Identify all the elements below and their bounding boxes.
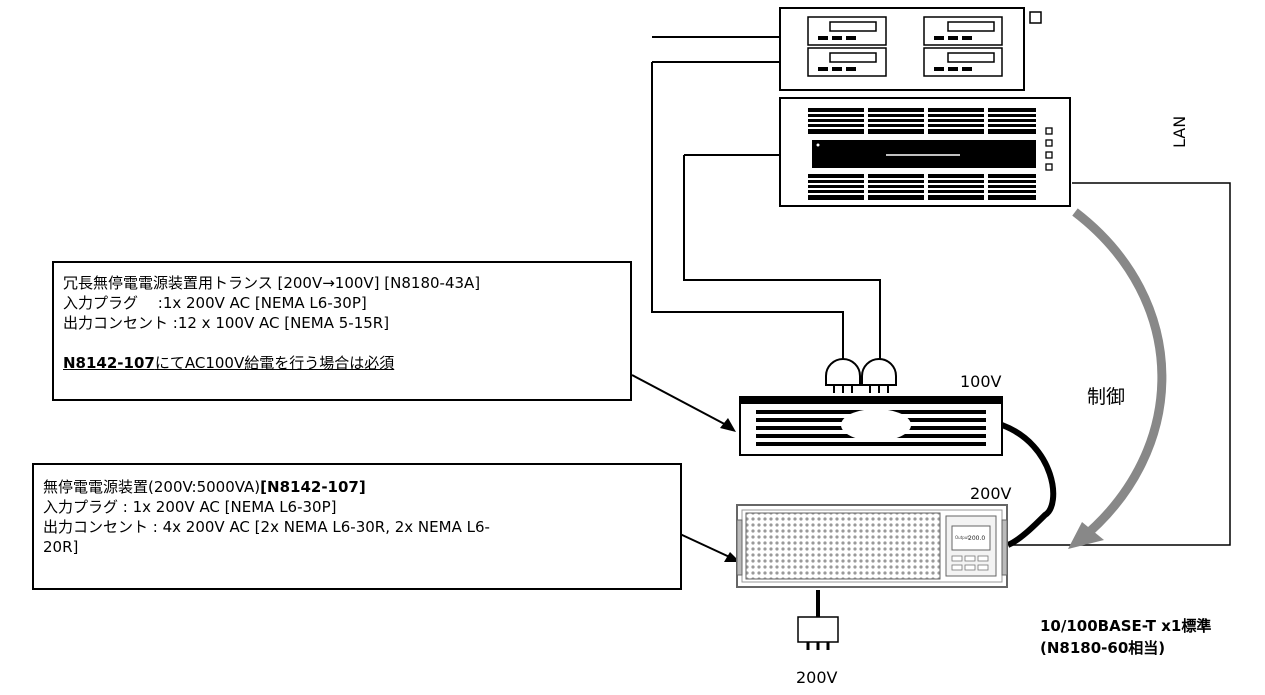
ups-title-model: [N8142-107] [260,478,366,496]
transformer-spacer [63,333,630,353]
network-spec-line2: (N8180-60相当) [1040,639,1166,657]
cable-to-left-plug [651,61,844,360]
transformer-output-outlet: 出力コンセント :12 x 100V AC [NEMA 5-15R] [63,314,390,332]
ups-callout: 無停電電源装置(200V:5000VA)[N8142-107] 入力プラグ : … [32,463,682,590]
transformer-to-ups-cable [1000,422,1057,548]
ups-input-plug-text: 入力プラグ : 1x 200V AC [NEMA L6-30P] [43,498,337,516]
transformer-device [739,396,1003,456]
transformer-note: N8142-107にてAC100V給電を行う場合は必須 [63,353,630,373]
voltage-100v-label: 100V [960,372,1002,391]
ups-device: Output 200.0 [736,504,1008,588]
cable-to-right-plug [683,154,881,360]
network-spec-line1: 10/100BASE-T x1標準 [1040,617,1212,635]
voltage-200v-ups-label: 200V [970,484,1012,503]
ups-title-text: 無停電電源装置(200V:5000VA) [43,478,261,496]
transformer-note-text: にてAC100V給電を行う場合は必須 [154,354,395,372]
plug-right [861,358,897,393]
ups-callout-line [679,533,737,561]
transformer-input-plug: 入力プラグ :1x 200V AC [NEMA L6-30P] [63,294,367,312]
transformer-note-model: N8142-107 [63,354,155,372]
control-arrow [1072,208,1167,544]
ups-panel-value: 200.0 [968,535,985,542]
ups-input-plug [797,590,839,650]
lan-cable [1010,182,1231,546]
ups-output-outlet-text: 出力コンセント : 4x 200V AC [2x NEMA L6-30R, 2x… [43,518,490,536]
ups-title: 無停電電源装置(200V:5000VA)[N8142-107] [43,477,680,497]
ups-panel-output: Output [955,535,969,540]
storage-device [779,7,1042,91]
voltage-200v-bottom-label: 200V [796,668,838,687]
plug-left [825,358,861,393]
control-label: 制御 [1087,386,1126,408]
transformer-callout-arrowhead [720,418,736,432]
transformer-callout: 冗長無停電電源装置用トランス [200V→100V] [N8180-43A] 入… [52,261,632,401]
transformer-callout-line [631,374,733,429]
server-device [779,97,1071,207]
ups-output-outlet-text-cont: 20R] [43,538,79,556]
lan-label: LAN [1170,115,1189,148]
power-cables [651,36,881,360]
control-arrow-head [1068,522,1104,549]
transformer-title: 冗長無停電電源装置用トランス [200V→100V] [N8180-43A] [63,274,481,292]
